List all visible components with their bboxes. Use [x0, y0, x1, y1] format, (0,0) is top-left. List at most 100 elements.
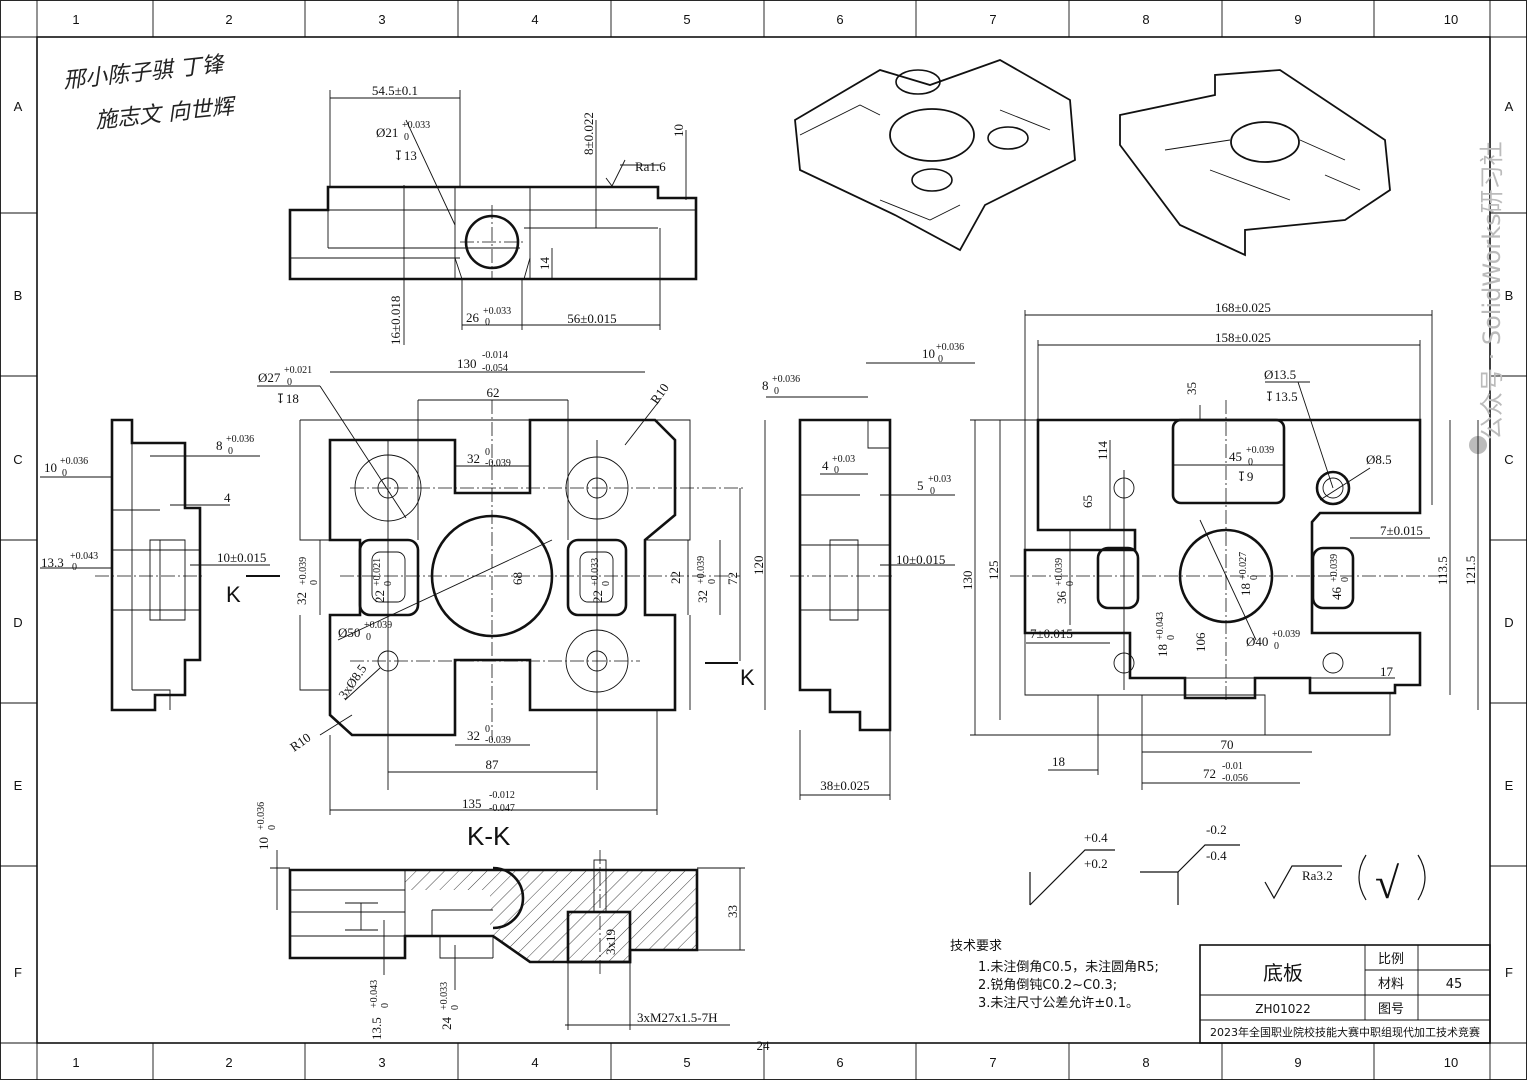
dim-label: +0.033	[439, 982, 450, 1010]
dim-label: 22	[668, 571, 683, 584]
dim-label: +0.033	[590, 558, 601, 586]
zone-col-top: 4	[531, 12, 538, 27]
dim-label: 22	[372, 590, 387, 603]
dim-label: 38±0.025	[820, 778, 869, 793]
dim-label: 0	[267, 825, 278, 830]
dim-label: 0	[287, 377, 292, 388]
dim-label: -0.054	[482, 363, 508, 374]
competition-name: 2023年全国职业院校技能大赛中职组现代加工技术竞赛	[1210, 1025, 1480, 1039]
notes-title: 技术要求	[950, 939, 1002, 954]
title-block: 底板 比例 材料 45 图号 ZH01022 2023年全国职业院校技能大赛中职…	[1199, 944, 1491, 1044]
dim-label: ↧18	[275, 391, 299, 406]
dim-label: 14	[537, 257, 552, 271]
zone-row-left: B	[14, 288, 23, 303]
dim-label: 10	[44, 460, 57, 475]
legend-negative-lower: -0.4	[1206, 848, 1227, 863]
zone-col-bottom: 10	[1444, 1055, 1458, 1070]
dim-label: 10±0.015	[896, 552, 945, 567]
dim-label: Ø50	[338, 625, 360, 640]
dim-label: 113.5	[1435, 556, 1450, 585]
dim-label: 7±0.015	[1030, 626, 1073, 641]
legend-positive-lower: +0.2	[1084, 856, 1108, 871]
dim-label: +0.039	[1246, 445, 1274, 456]
dim-label: 0	[938, 354, 943, 365]
dim-label: 125	[986, 561, 1001, 581]
dim-label: 0	[774, 386, 779, 397]
dim-label: +0.021	[284, 365, 312, 376]
dim-label: 72	[725, 572, 740, 585]
section-mark-left: K	[226, 582, 241, 607]
dim-label: +0.039	[1329, 554, 1340, 582]
material-label: 材料	[1378, 977, 1404, 992]
dim-label: 135	[462, 796, 482, 811]
dim-label: 0	[228, 446, 233, 457]
dim-label: 106	[1193, 632, 1208, 652]
zone-row-right: B	[1505, 288, 1514, 303]
zone-col-top: 10	[1444, 12, 1458, 27]
dim-label: +0.036	[226, 434, 254, 445]
dim-label: 24	[439, 1017, 454, 1031]
zone-col-top: 3	[378, 12, 385, 27]
handwriting-line-1: 邢小陈子骐 丁锋	[62, 52, 227, 94]
dim-label: 4	[224, 490, 231, 505]
technical-requirements: 技术要求 1.未注倒角C0.5，未注圆角R5; 2.锐角倒钝C0.2~C0.3;…	[950, 939, 1159, 1011]
zone-col-bottom: 8	[1142, 1055, 1149, 1070]
dim-label: 35	[1184, 382, 1199, 395]
zone-col-top: 5	[683, 12, 690, 27]
zone-col-bottom: 9	[1294, 1055, 1301, 1070]
dim-label: ↧13.5	[1264, 389, 1298, 404]
dim-label: 4	[822, 458, 829, 473]
dim-label: 13.3	[41, 555, 64, 570]
isometric-view-top	[794, 59, 1076, 252]
dim-label: 70	[1221, 737, 1234, 752]
dim-label: 0	[366, 632, 371, 643]
dim-label: 7±0.015	[1380, 523, 1423, 538]
dim-label: +0.039	[696, 556, 707, 584]
tolerance-legend: +0.4 +0.2 -0.2 -0.4 Ra3.2 √	[1029, 822, 1426, 908]
dim-label: +0.036	[936, 342, 964, 353]
zone-col-bottom: 2	[225, 1055, 232, 1070]
dim-label: 10	[256, 837, 271, 850]
dim-label: -0.014	[482, 350, 508, 361]
left-side-view: 10 +0.036 0 8 +0.036 0 4 13.3 +0.043 0 1…	[40, 418, 270, 712]
dim-label: 32	[294, 592, 309, 605]
zone-col-top: 9	[1294, 12, 1301, 27]
watermark: 公众号 · SolidWorks研习社	[1478, 141, 1506, 440]
dim-label: +0.03	[832, 454, 855, 465]
zone-col-top: 2	[225, 12, 232, 27]
notes-item: 3.未注尺寸公差允许±0.1。	[978, 995, 1139, 1011]
legend-roughness: Ra3.2	[1302, 868, 1333, 883]
dim-label: 0	[404, 132, 409, 143]
dim-label: 158±0.025	[1215, 330, 1271, 345]
dim-label: R10	[287, 730, 313, 755]
dim-label: 87	[486, 757, 500, 772]
handwritten-signatures: 邢小陈子骐 丁锋 施志文 向世辉	[62, 52, 239, 134]
zone-col-top: 1	[72, 12, 79, 27]
zone-col-bottom: 5	[683, 1055, 690, 1070]
dim-label: 8	[216, 438, 223, 453]
dim-label: 168±0.025	[1215, 300, 1271, 315]
dim-label: 0	[1065, 581, 1076, 586]
dim-label: 0	[1274, 641, 1279, 652]
dim-label: 120	[751, 556, 766, 576]
zone-row-left: A	[14, 99, 23, 114]
dim-label: +0.036	[772, 374, 800, 385]
dim-label: 26	[466, 310, 480, 325]
dim-label: 121.5	[1463, 556, 1478, 585]
zone-row-left: E	[14, 778, 23, 793]
zone-row-right: D	[1504, 615, 1513, 630]
dim-label: 8±0.022	[581, 112, 596, 155]
dim-label: 0	[834, 465, 839, 476]
section-title: K-K	[467, 821, 511, 851]
page-number: 24	[757, 1038, 771, 1053]
zone-col-top: 8	[1142, 12, 1149, 27]
dim-label: +0.043	[1155, 612, 1166, 640]
dim-label: 54.5±0.1	[372, 83, 418, 98]
dim-label: 10	[671, 124, 686, 137]
dim-label: 0	[450, 1005, 461, 1010]
dim-label: 0	[930, 486, 935, 497]
legend-negative-upper: -0.2	[1206, 822, 1227, 837]
dim-label: 0	[383, 581, 394, 586]
dim-label: 0	[707, 579, 718, 584]
dim-label: -0.039	[485, 458, 511, 469]
